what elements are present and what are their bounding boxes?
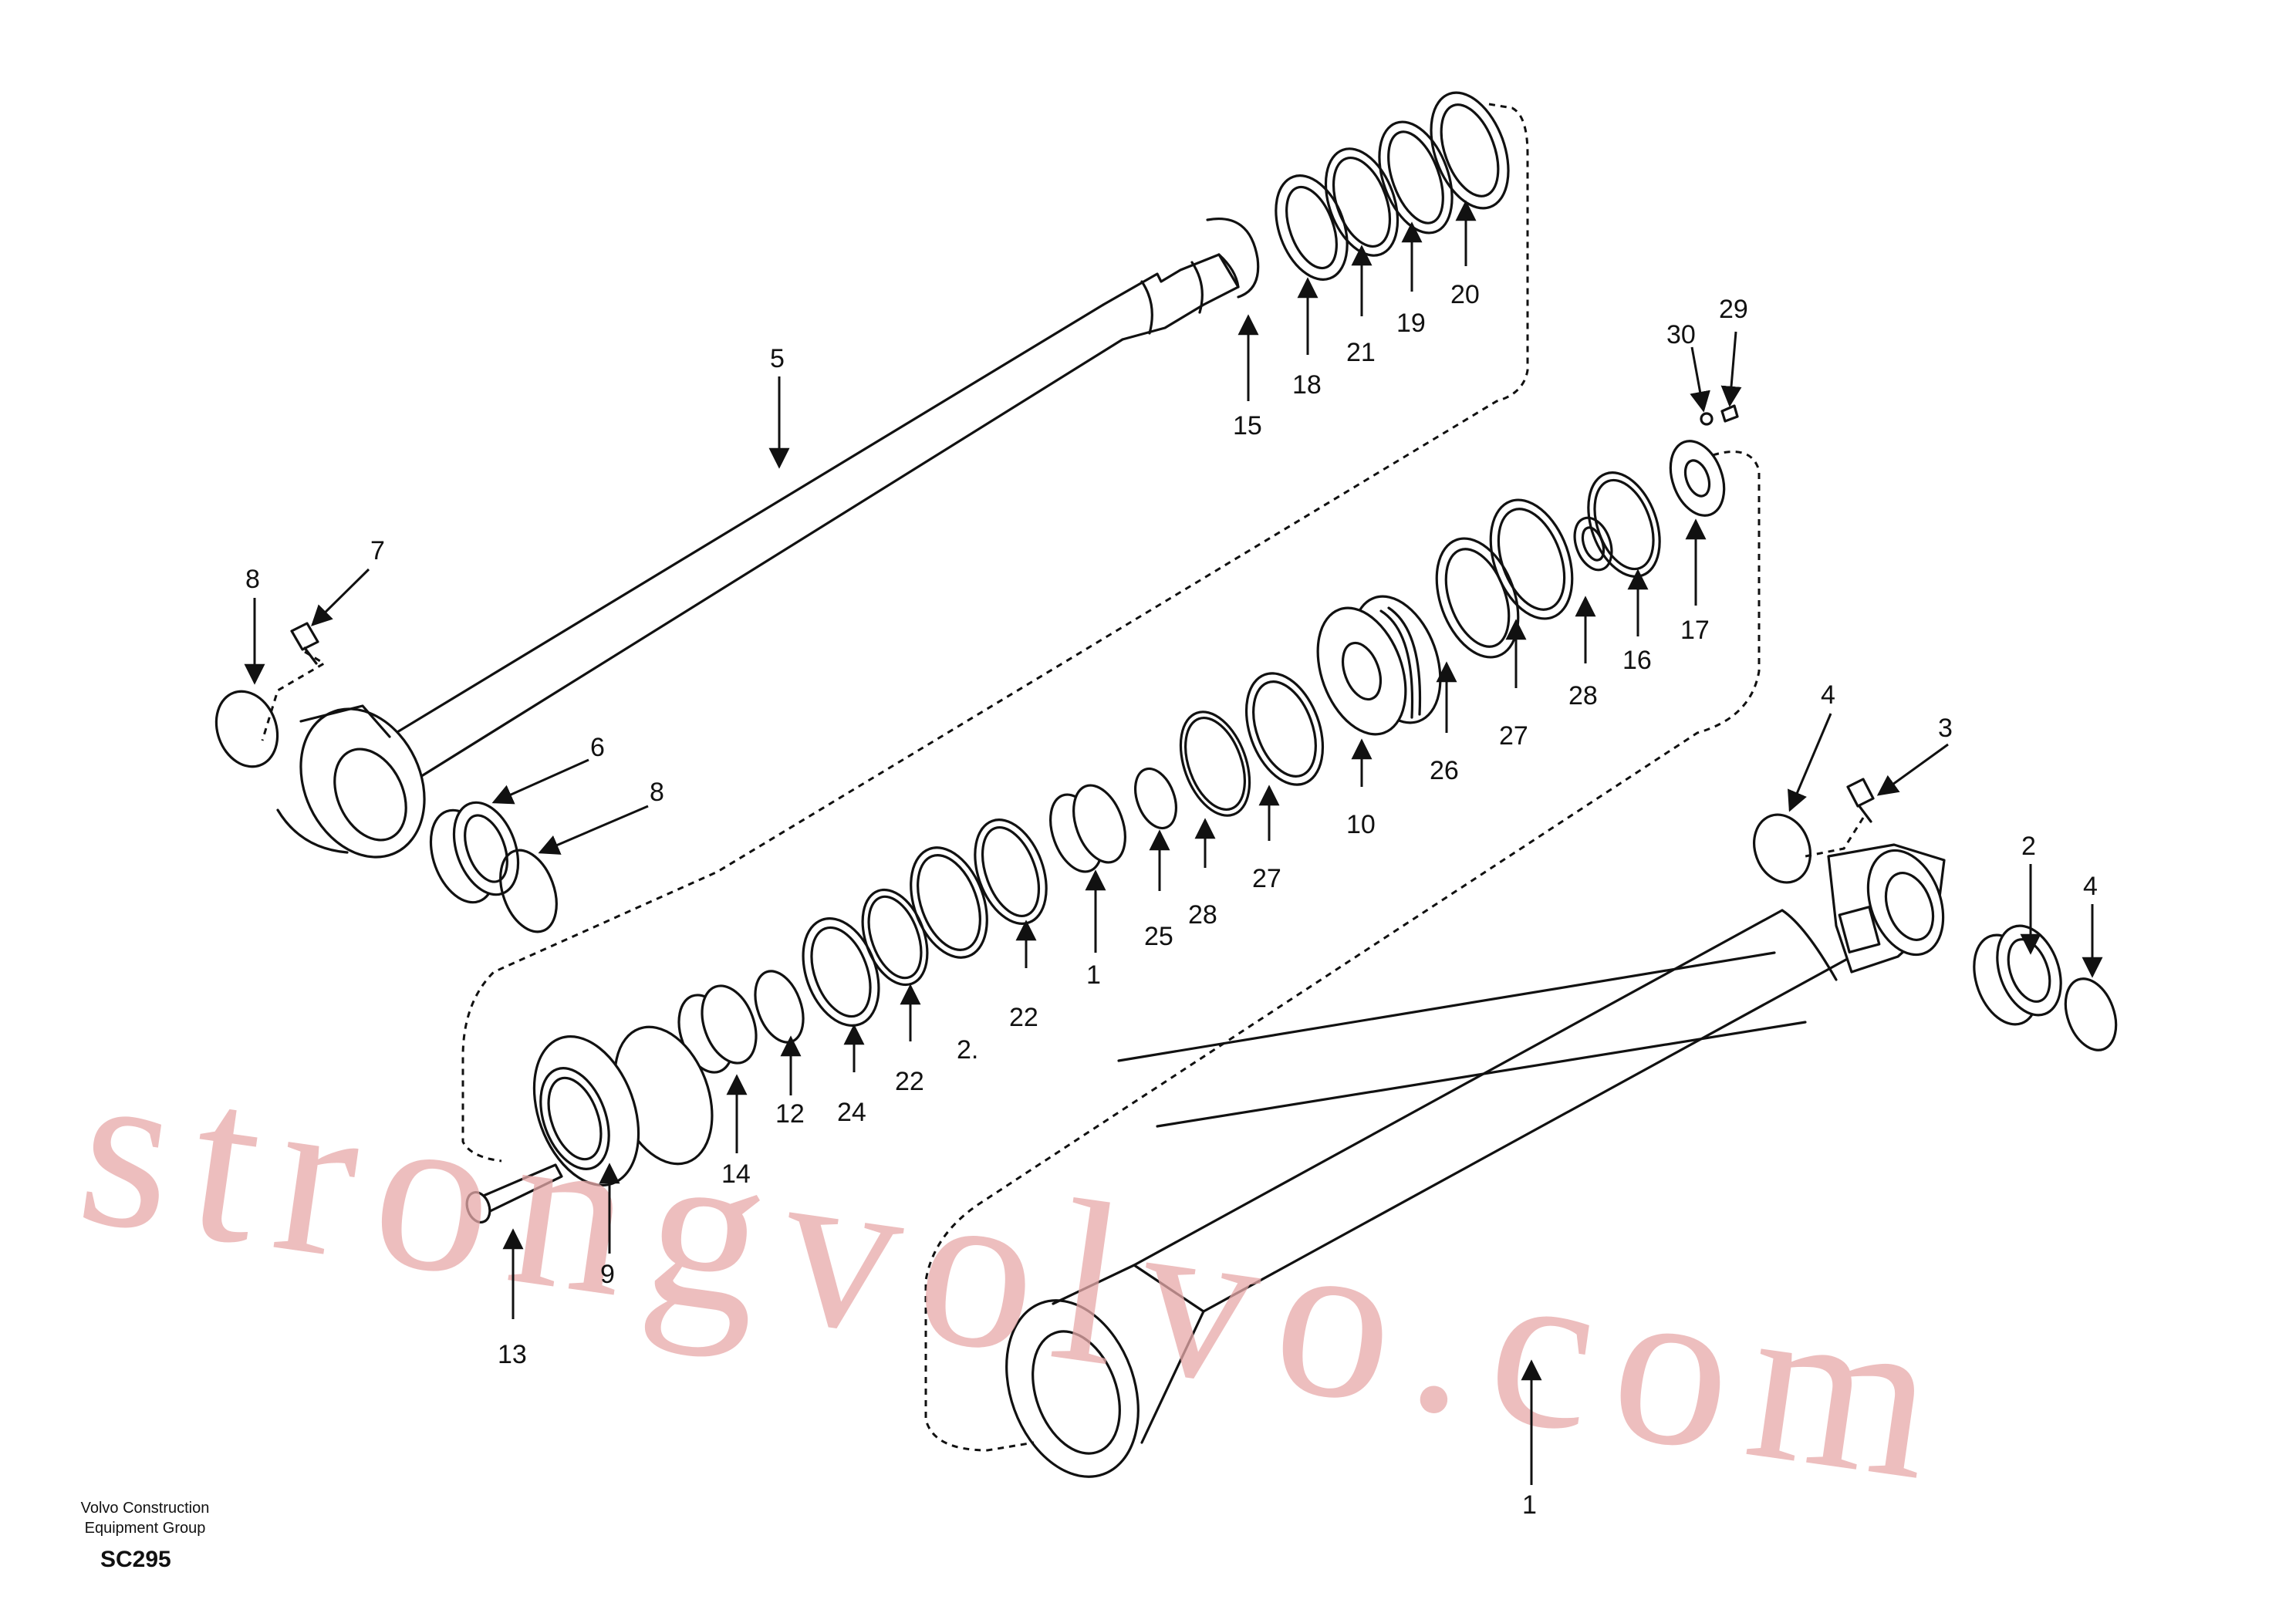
callout-10: 10 xyxy=(1346,810,1376,839)
callout-7: 7 xyxy=(370,536,385,565)
diagram-code: SC295 xyxy=(100,1547,171,1572)
callout-5: 5 xyxy=(770,344,785,373)
callout-25: 25 xyxy=(1144,922,1173,951)
callout-17: 17 xyxy=(1680,616,1710,645)
piston-rod xyxy=(276,253,1240,859)
base-seal-ring-left xyxy=(1753,813,1811,884)
callout-13: 13 xyxy=(498,1340,527,1369)
callout-12: 12 xyxy=(775,1099,805,1129)
callout-22-upper: 22 xyxy=(1009,1003,1038,1032)
callout-28-lower: 28 xyxy=(1188,900,1217,930)
callout-27-upper: 27 xyxy=(1499,721,1528,751)
callout-30: 30 xyxy=(1666,320,1696,349)
callout-8-right: 8 xyxy=(650,778,664,807)
credit-line-2: Equipment Group xyxy=(84,1520,206,1537)
callout-labels: 1 2 3 4 4 5 6 7 8 8 9 10 1 12 13 14 15 xyxy=(244,200,2103,1520)
callout-1-tube: 1 xyxy=(1522,1490,1537,1520)
rod-seal-ring-right xyxy=(499,849,558,933)
callout-16: 16 xyxy=(1622,646,1652,675)
callout-2: 2 xyxy=(2021,832,2036,861)
assembly-paths xyxy=(261,103,1865,1452)
callout-15: 15 xyxy=(1233,411,1262,440)
callout-6: 6 xyxy=(590,733,605,762)
base-seal-ring-right xyxy=(2064,977,2118,1051)
head-bolt xyxy=(465,1163,563,1223)
cylinder-tube xyxy=(1005,909,1869,1478)
callout-3: 3 xyxy=(1938,714,1953,743)
callout-29: 29 xyxy=(1719,295,1748,324)
cylinder-head xyxy=(532,1025,714,1186)
callout-1-partial: 1 xyxy=(1086,960,1101,990)
callout-22-lower: 22 xyxy=(895,1067,924,1096)
watermark: strongvolvo.com xyxy=(66,1015,1970,1532)
base-grease-nipple xyxy=(1846,778,1875,823)
callout-21: 20 xyxy=(1450,280,1480,309)
callout-26: 26 xyxy=(1430,756,1459,785)
credit-line-1: Volvo Construction xyxy=(80,1500,210,1517)
callout-4-left: 4 xyxy=(1821,680,1835,710)
callout-8-left: 8 xyxy=(245,565,260,594)
callout-partial-2: 2. xyxy=(957,1035,978,1065)
callout-18: 18 xyxy=(1292,370,1322,400)
piston-seal-stack xyxy=(677,471,1661,1074)
callout-28-upper: 28 xyxy=(1568,681,1598,710)
cylinder-base-eye xyxy=(1827,843,1946,974)
rod-end-rings xyxy=(1206,91,1510,299)
rod-grease-nipple xyxy=(290,622,319,665)
base-bushing xyxy=(1973,924,2062,1026)
piston-nut xyxy=(1669,404,1739,517)
callout-20: 21 xyxy=(1346,338,1376,367)
callout-14: 14 xyxy=(721,1159,751,1189)
rod-seal-ring-left xyxy=(214,690,279,768)
publisher-credit: Volvo Construction Equipment Group xyxy=(29,1498,261,1538)
callout-19: 19 xyxy=(1396,309,1426,338)
callout-9: 9 xyxy=(600,1260,615,1289)
callout-27-lower: 27 xyxy=(1252,864,1281,893)
callout-4-right: 4 xyxy=(2083,872,2098,901)
callout-24: 24 xyxy=(837,1098,866,1127)
